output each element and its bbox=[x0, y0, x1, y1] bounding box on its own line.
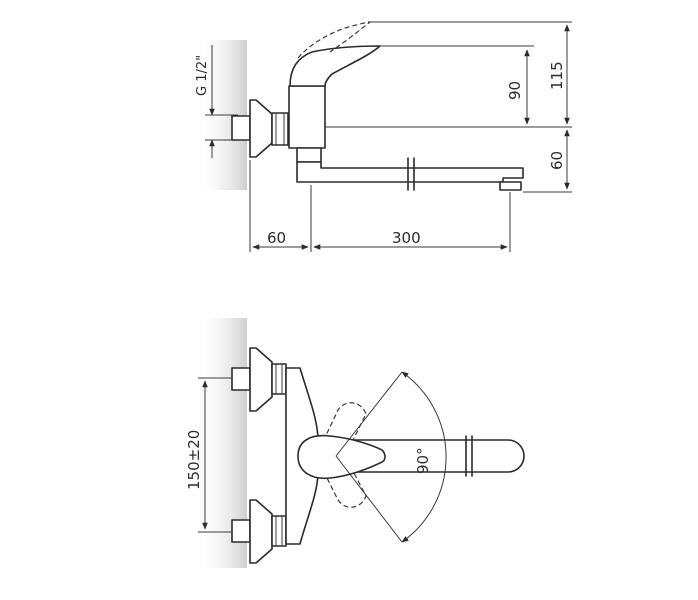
height-dimensions: 90 115 60 bbox=[325, 21, 572, 193]
lever-handle-raised bbox=[297, 21, 372, 59]
wall-offset-label: 60 bbox=[267, 229, 286, 247]
eccentric-nut bbox=[271, 112, 289, 146]
rotation-dimension: 90° bbox=[335, 371, 447, 543]
total-height-label: 115 bbox=[548, 61, 566, 90]
rotation-angle-label: 90° bbox=[414, 447, 432, 474]
body-neck bbox=[296, 147, 322, 163]
thread-dimension: G 1/2" bbox=[195, 45, 238, 158]
mixer-body bbox=[288, 85, 326, 149]
spout-length-label: 300 bbox=[392, 229, 421, 247]
top-view: 90° 150±20 bbox=[185, 318, 525, 568]
lower-inlet-stub bbox=[231, 519, 251, 543]
wall-flange bbox=[249, 99, 273, 158]
inlet-spacing-label: 150±20 bbox=[185, 430, 203, 490]
handle-rotated-down bbox=[319, 449, 367, 508]
lower-flange bbox=[249, 499, 273, 564]
length-dimensions: 60 300 bbox=[249, 160, 511, 252]
side-view: G 1/2" 90 115 60 bbox=[195, 21, 572, 252]
handle-height-label: 90 bbox=[506, 81, 524, 100]
spout bbox=[296, 161, 524, 183]
thread-label: G 1/2" bbox=[195, 55, 210, 96]
top-lever-handle bbox=[297, 434, 386, 480]
inlet-spacing-dimension: 150±20 bbox=[185, 377, 232, 533]
lower-nut bbox=[271, 515, 287, 547]
upper-inlet-stub bbox=[231, 367, 251, 391]
upper-nut bbox=[271, 363, 287, 395]
spout-drop-label: 60 bbox=[548, 151, 566, 170]
handle-rotated-up bbox=[319, 402, 367, 463]
inlet-stub bbox=[231, 115, 251, 141]
upper-flange bbox=[249, 347, 273, 412]
aerator bbox=[499, 181, 522, 191]
